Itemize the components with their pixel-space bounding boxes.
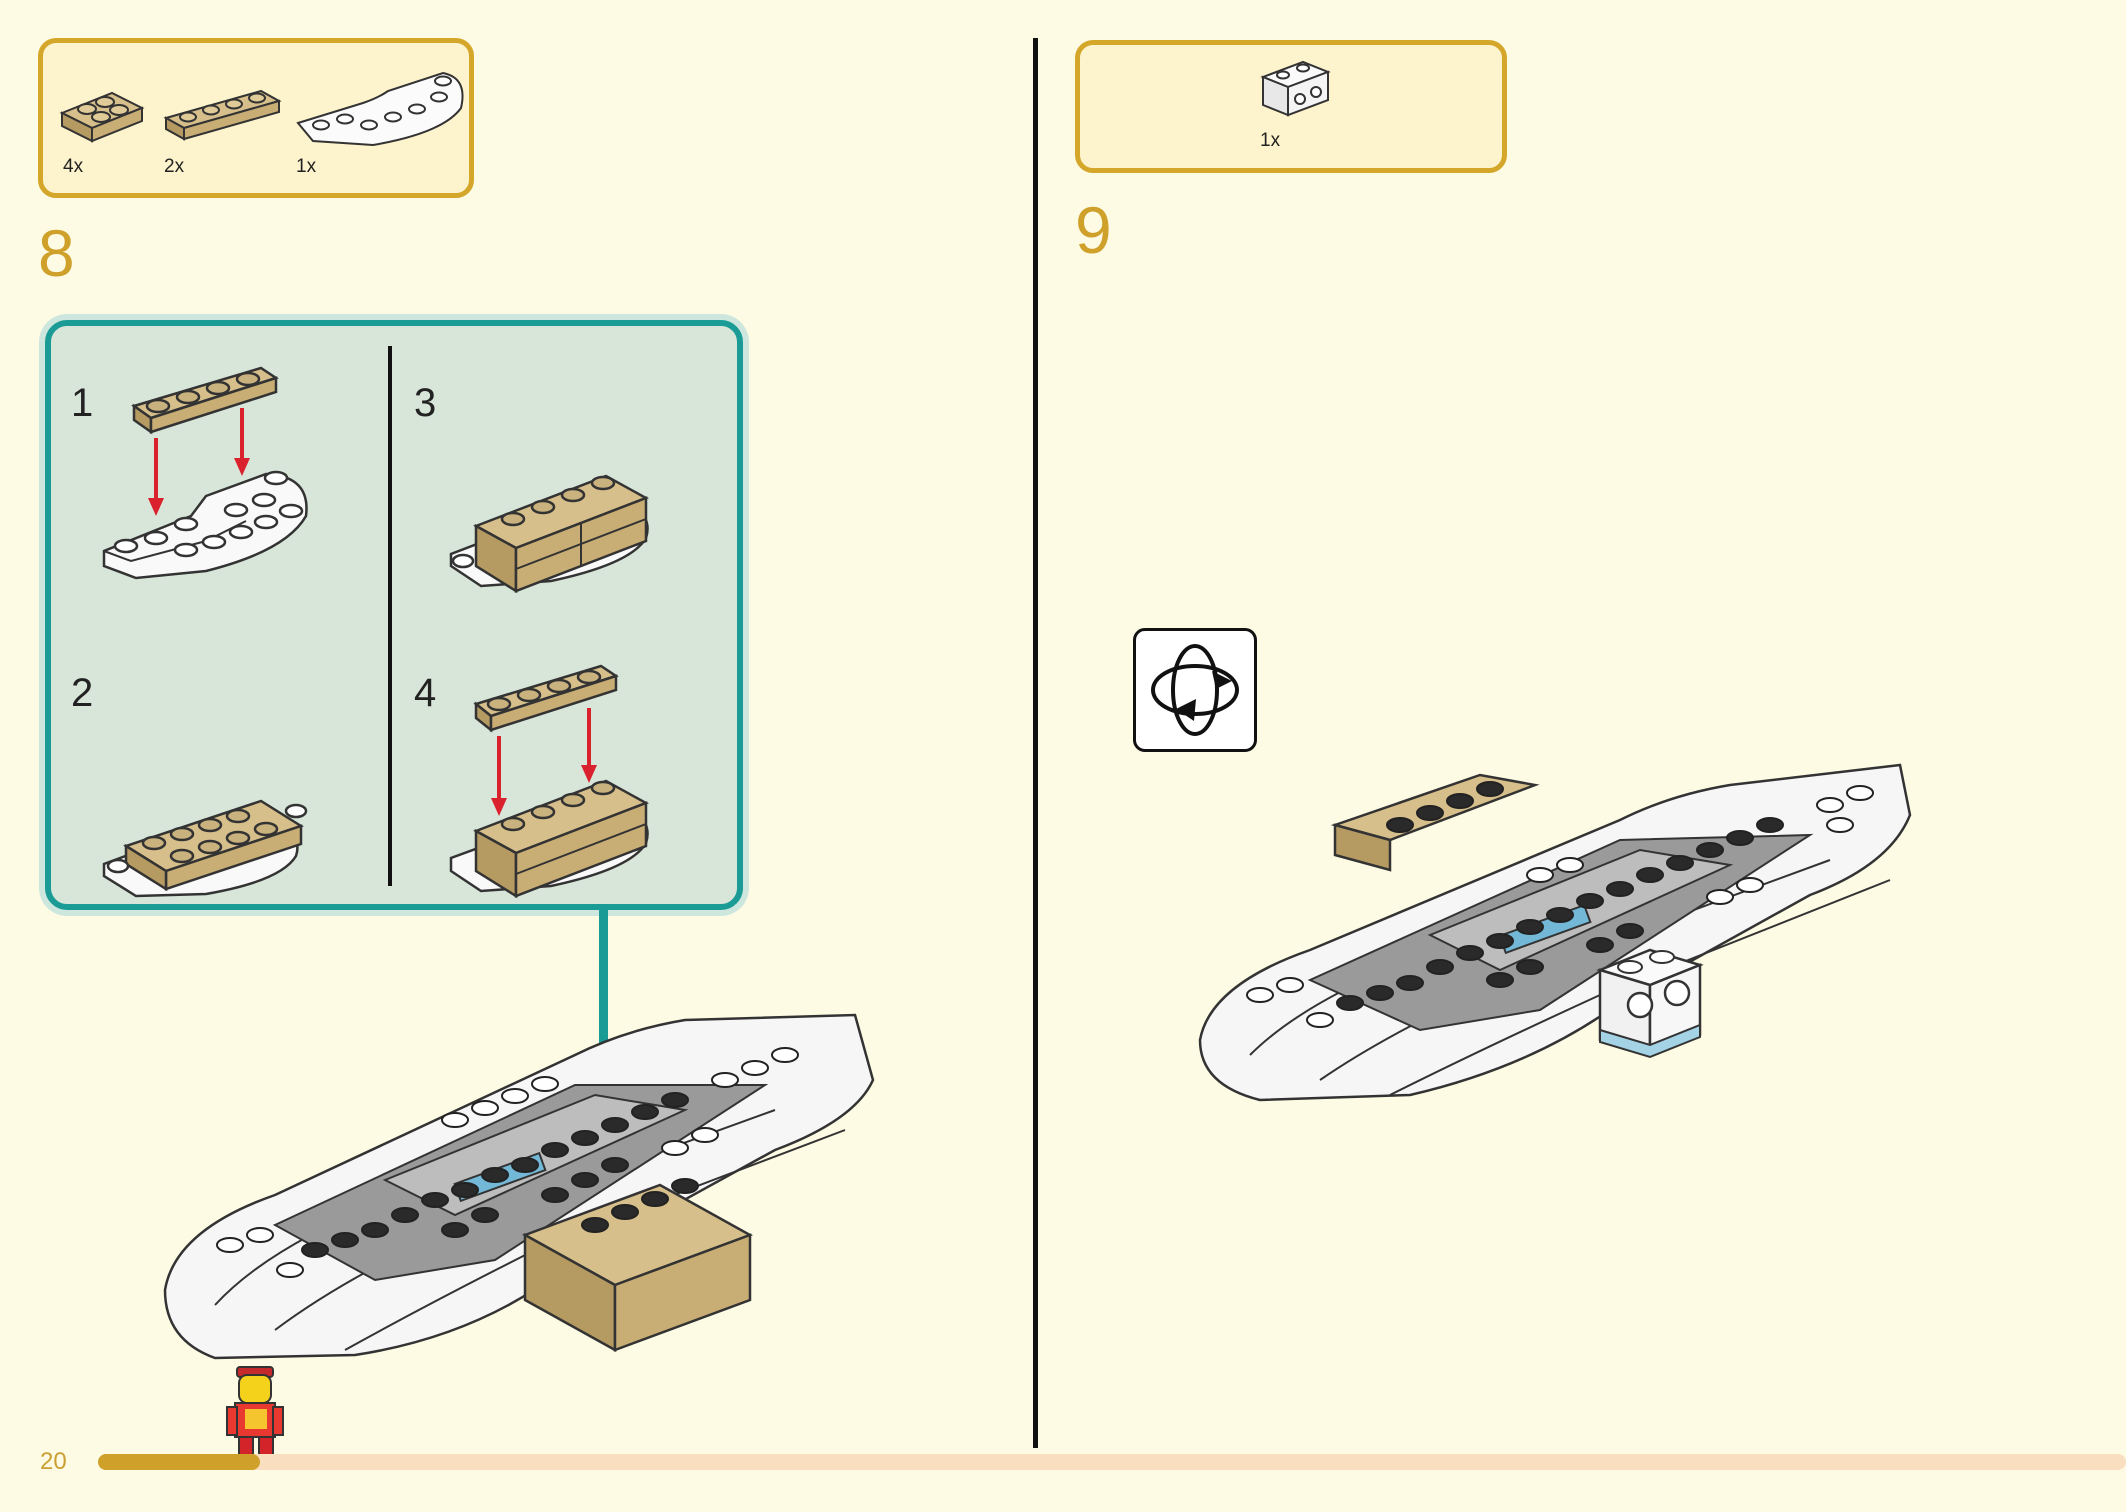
model-step-9-illustration bbox=[1198, 763, 1912, 1102]
progress-fill bbox=[98, 1454, 261, 1470]
white-round-plate-icon bbox=[296, 71, 464, 147]
tan-plate-2x2-icon bbox=[59, 91, 145, 143]
sub-assembly-box: 1 2 3 4 bbox=[45, 320, 743, 910]
red-arrow bbox=[491, 708, 597, 816]
part-qty: 2x bbox=[164, 156, 185, 177]
red-arrow bbox=[148, 408, 250, 516]
page-divider bbox=[1033, 38, 1038, 1448]
sub-step-number: 3 bbox=[414, 381, 437, 425]
sub-step-number: 2 bbox=[71, 671, 94, 715]
step-number: 9 bbox=[1075, 193, 1112, 267]
sub-step-number: 4 bbox=[414, 671, 437, 715]
sub-step-1-illustration bbox=[102, 366, 308, 580]
part-qty: 1x bbox=[296, 156, 317, 177]
sub-divider bbox=[388, 346, 392, 886]
tan-plate-1x4-icon bbox=[163, 89, 282, 141]
part-qty: 4x bbox=[63, 156, 84, 177]
sub-step-3-illustration bbox=[449, 474, 649, 594]
parts-callout-step-8: 4x 2x 1x bbox=[38, 38, 474, 198]
model-step-8-illustration bbox=[163, 1013, 875, 1360]
parts-callout-step-9: 1x bbox=[1075, 40, 1507, 173]
page-number: 20 bbox=[40, 1448, 67, 1475]
white-brick-with-holes-icon bbox=[1260, 60, 1331, 117]
rotate-model-icon bbox=[1133, 628, 1257, 752]
progress-track bbox=[98, 1454, 2126, 1470]
sub-step-4-illustration bbox=[449, 664, 649, 899]
part-qty: 1x bbox=[1260, 130, 1281, 151]
step-number: 8 bbox=[38, 216, 75, 290]
sub-step-number: 1 bbox=[71, 381, 94, 425]
sub-step-2-illustration bbox=[102, 799, 308, 898]
